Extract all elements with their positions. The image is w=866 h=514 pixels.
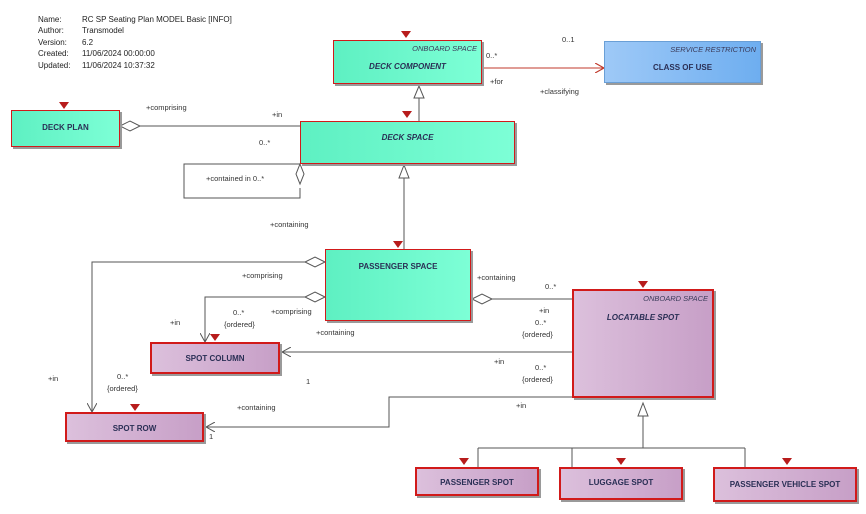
meta-name-row: Name: RC SP Seating Plan MODEL Basic [INF… bbox=[38, 14, 232, 25]
contained-in-loop-line bbox=[183, 163, 301, 199]
column-in-role-label: +in bbox=[170, 318, 181, 327]
spot-in-top-role-label: +in bbox=[539, 306, 550, 315]
plan-comprising-role-label: +comprising bbox=[146, 103, 187, 112]
deck-plan-name: DECK PLAN bbox=[42, 123, 89, 132]
meta-author-row: Author: Transmodel bbox=[38, 25, 232, 36]
for-multiplicity-label: 0..* bbox=[486, 51, 498, 60]
column-containing-role-label: +containing bbox=[316, 328, 355, 337]
deck-plan-marker-icon bbox=[59, 102, 69, 109]
spot-column-name: SPOT COLUMN bbox=[185, 354, 245, 363]
passenger-space-class[interactable]: PASSENGER SPACE bbox=[325, 249, 471, 321]
ps-comprising-column-role-label: +comprising bbox=[271, 307, 312, 316]
spot-row-name: SPOT ROW bbox=[112, 424, 157, 433]
meta-version-label: Version: bbox=[38, 37, 67, 47]
deck-component-stereotype: ONBOARD SPACE bbox=[412, 44, 477, 53]
meta-created-value: 11/06/2024 00:00:00 bbox=[82, 49, 155, 59]
diagram-metadata: Name: RC SP Seating Plan MODEL Basic [INF… bbox=[38, 14, 232, 71]
passenger-vehicle-spot-class[interactable]: PASSENGER VEHICLE SPOT bbox=[713, 467, 857, 502]
passenger-space-marker-icon bbox=[393, 241, 403, 248]
column-one-multiplicity-label: 1 bbox=[306, 377, 311, 386]
ps-row-aggregation-diamond bbox=[303, 256, 327, 268]
luggage-spot-marker-icon bbox=[616, 458, 626, 465]
spot-row-line bbox=[206, 396, 572, 427]
deck-space-class[interactable]: DECK SPACE bbox=[300, 121, 515, 164]
deck-component-class[interactable]: ONBOARD SPACE DECK COMPONENT bbox=[333, 40, 482, 84]
class-of-use-stereotype: SERVICE RESTRICTION bbox=[670, 45, 756, 54]
deck-space-generalization-head bbox=[413, 84, 425, 99]
plan-in-role-label: +in bbox=[272, 110, 283, 119]
spot-multiplicity-mid-label: 0..* bbox=[535, 363, 547, 372]
ps-column-aggregation-diamond bbox=[303, 291, 327, 303]
row-multiplicity-label: 0..* bbox=[117, 372, 129, 381]
spot-column-class[interactable]: SPOT COLUMN bbox=[150, 342, 280, 374]
meta-author-label: Author: bbox=[38, 26, 64, 36]
class-of-use-name: CLASS OF USE bbox=[652, 63, 713, 72]
contained-in-diamond bbox=[295, 162, 305, 186]
deck-containing-role-label: +containing bbox=[270, 220, 309, 229]
vehicle-spot-marker-icon bbox=[782, 458, 792, 465]
column-ordered-label: {ordered} bbox=[224, 320, 255, 329]
class-of-use-class[interactable]: SERVICE RESTRICTION CLASS OF USE bbox=[604, 41, 761, 83]
ps-containing-role-label: +containing bbox=[477, 273, 516, 282]
spot-column-marker-icon bbox=[210, 334, 220, 341]
spot-in-mid-role-label: +in bbox=[494, 357, 505, 366]
locatable-spot-class[interactable]: ONBOARD SPACE LOCATABLE SPOT bbox=[572, 289, 714, 398]
ps-comprising-row-role-label: +comprising bbox=[242, 271, 283, 280]
passenger-spot-marker-icon bbox=[459, 458, 469, 465]
ps-comprising-row-line bbox=[92, 261, 305, 412]
row-in-role-label: +in bbox=[48, 374, 59, 383]
spot-row-class[interactable]: SPOT ROW bbox=[65, 412, 204, 442]
locatable-spot-name: LOCATABLE SPOT bbox=[606, 313, 680, 322]
meta-updated-row: Updated: 11/06/2024 10:37:32 bbox=[38, 60, 232, 71]
meta-author-value: Transmodel bbox=[82, 26, 124, 36]
ps-containing-multiplicity-label: 0..* bbox=[545, 282, 557, 291]
column-multiplicity-label: 0..* bbox=[233, 308, 245, 317]
meta-name-label: Name: bbox=[38, 15, 62, 24]
deck-component-marker-icon bbox=[401, 31, 411, 38]
ps-containing-diamond bbox=[470, 293, 494, 305]
spot-multiplicity-top-label: 0..* bbox=[535, 318, 547, 327]
meta-name-value: RC SP Seating Plan MODEL Basic [INFO] bbox=[82, 15, 232, 24]
meta-updated-label: Updated: bbox=[38, 60, 71, 70]
locatable-spot-marker-icon bbox=[638, 281, 648, 288]
deck-plan-class[interactable]: DECK PLAN bbox=[11, 110, 120, 147]
spot-in-bottom-role-label: +in bbox=[516, 401, 527, 410]
meta-updated-value: 11/06/2024 10:37:32 bbox=[82, 60, 155, 70]
classifying-role-label: +classifying bbox=[540, 87, 579, 96]
deck-space-name: DECK SPACE bbox=[381, 133, 434, 142]
contained-multiplicity-label: 0..* bbox=[259, 138, 271, 147]
plan-aggregation-diamond bbox=[118, 120, 142, 132]
luggage-spot-name: LUGGAGE SPOT bbox=[588, 478, 654, 487]
row-one-multiplicity-label: 1 bbox=[209, 432, 214, 441]
deck-space-marker-icon bbox=[402, 111, 412, 118]
passenger-spot-name: PASSENGER SPOT bbox=[440, 478, 514, 487]
deck-component-name: DECK COMPONENT bbox=[369, 62, 446, 71]
meta-created-row: Created: 11/06/2024 00:00:00 bbox=[38, 48, 232, 59]
contained-in-role-label: +contained in 0..* bbox=[206, 174, 265, 183]
class-of-use-multiplicity-label: 0..1 bbox=[562, 35, 575, 44]
spot-ordered-mid-label: {ordered} bbox=[522, 375, 553, 384]
for-role-label: +for bbox=[490, 77, 504, 86]
passenger-spot-class[interactable]: PASSENGER SPOT bbox=[415, 467, 539, 496]
spot-ordered-top-label: {ordered} bbox=[522, 330, 553, 339]
spot-generalization-head bbox=[637, 401, 649, 417]
luggage-spot-class[interactable]: LUGGAGE SPOT bbox=[559, 467, 683, 500]
ps-comprising-column-line bbox=[205, 296, 305, 342]
passenger-space-generalization-head bbox=[398, 163, 410, 179]
meta-created-label: Created: bbox=[38, 49, 69, 59]
spot-row-marker-icon bbox=[130, 404, 140, 411]
row-ordered-label: {ordered} bbox=[107, 384, 138, 393]
passenger-vehicle-spot-name: PASSENGER VEHICLE SPOT bbox=[729, 480, 841, 489]
row-containing-role-label: +containing bbox=[237, 403, 276, 412]
passenger-space-name: PASSENGER SPACE bbox=[358, 262, 438, 271]
meta-version-value: 6.2 bbox=[82, 37, 94, 47]
locatable-spot-stereotype: ONBOARD SPACE bbox=[643, 294, 708, 303]
meta-version-row: Version: 6.2 bbox=[38, 37, 232, 48]
